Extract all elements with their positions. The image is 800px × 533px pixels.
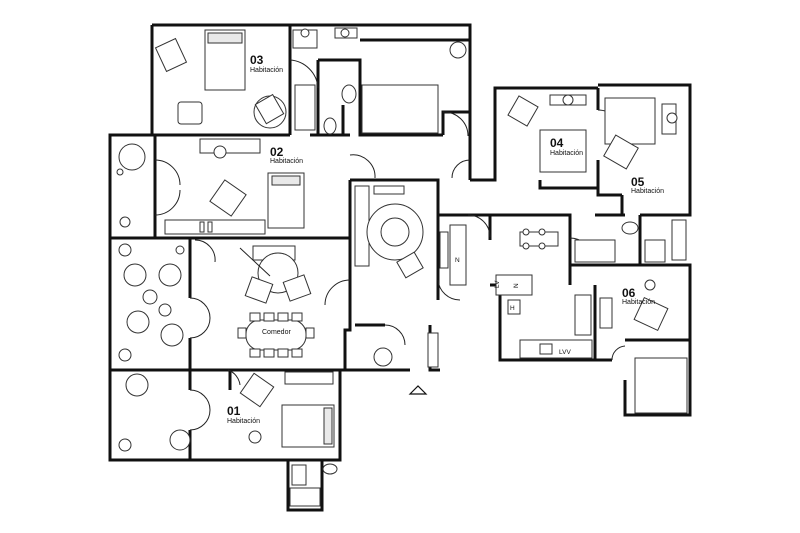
- room-02-name: Habitación: [270, 158, 303, 165]
- living-dining-furniture: [237, 245, 315, 358]
- room-labels: 03 Habitación 02 Habitación 04 Habitació…: [227, 53, 664, 425]
- room-05-number: 05: [631, 175, 645, 189]
- room-01-furniture: [239, 371, 338, 507]
- room-04-name: Habitación: [550, 150, 583, 157]
- rooms-04-06-furniture: [507, 94, 688, 414]
- dining-label: Comedor: [262, 329, 291, 336]
- kitchen-label-n1: N: [513, 283, 520, 288]
- room-02-furniture: [164, 138, 305, 235]
- doors: [154, 59, 626, 431]
- kitchen-label-lv: LV: [494, 280, 501, 288]
- plants: [116, 143, 191, 452]
- room-06-number: 06: [622, 286, 636, 300]
- room-04-number: 04: [550, 136, 564, 150]
- walls: [108, 23, 692, 512]
- kitchen-furniture: [449, 224, 593, 359]
- room-06-name: Habitación: [622, 299, 655, 306]
- room-03-furniture: [154, 27, 467, 135]
- room-02-number: 02: [270, 145, 284, 159]
- room-05-name: Habitación: [631, 188, 664, 195]
- central-living-furniture: [354, 185, 449, 368]
- kitchen-label-h: H: [510, 305, 515, 312]
- kitchen-label-n2: N: [455, 257, 460, 264]
- entrance-arrow-icon: [408, 385, 428, 395]
- room-03-number: 03: [250, 53, 264, 67]
- room-01-name: Habitación: [227, 418, 260, 425]
- room-03-name: Habitación: [250, 67, 283, 74]
- kitchen-label-lvv: LVV: [559, 349, 571, 356]
- room-01-number: 01: [227, 404, 241, 418]
